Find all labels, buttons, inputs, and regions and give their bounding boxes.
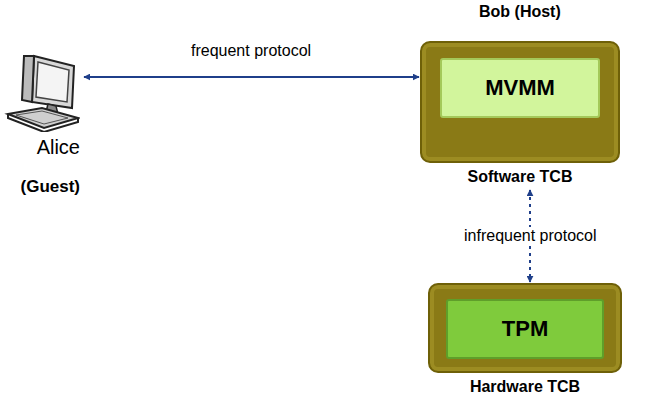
role-label: (Guest): [21, 177, 81, 197]
edge-label: infrequent protocol: [462, 227, 599, 245]
tcb-caption: Software TCB: [468, 168, 573, 186]
connector-arrow: [84, 76, 419, 78]
component-name: TPM: [502, 316, 548, 342]
tcb-caption: Hardware TCB: [470, 378, 580, 396]
node-name: Alice: [37, 136, 80, 159]
edge-label: frequent protocol: [189, 42, 313, 60]
component-box: TPM: [446, 299, 604, 359]
computer-icon: [4, 52, 80, 132]
host-label: Bob (Host): [479, 3, 561, 21]
tcb-box: Hardware TCBTPM: [428, 283, 622, 373]
computer-node: Alice (Guest): [4, 52, 80, 197]
component-name: MVMM: [485, 75, 555, 101]
component-box: MVMM: [440, 58, 600, 118]
tcb-box: Software TCBMVMM: [420, 41, 620, 163]
